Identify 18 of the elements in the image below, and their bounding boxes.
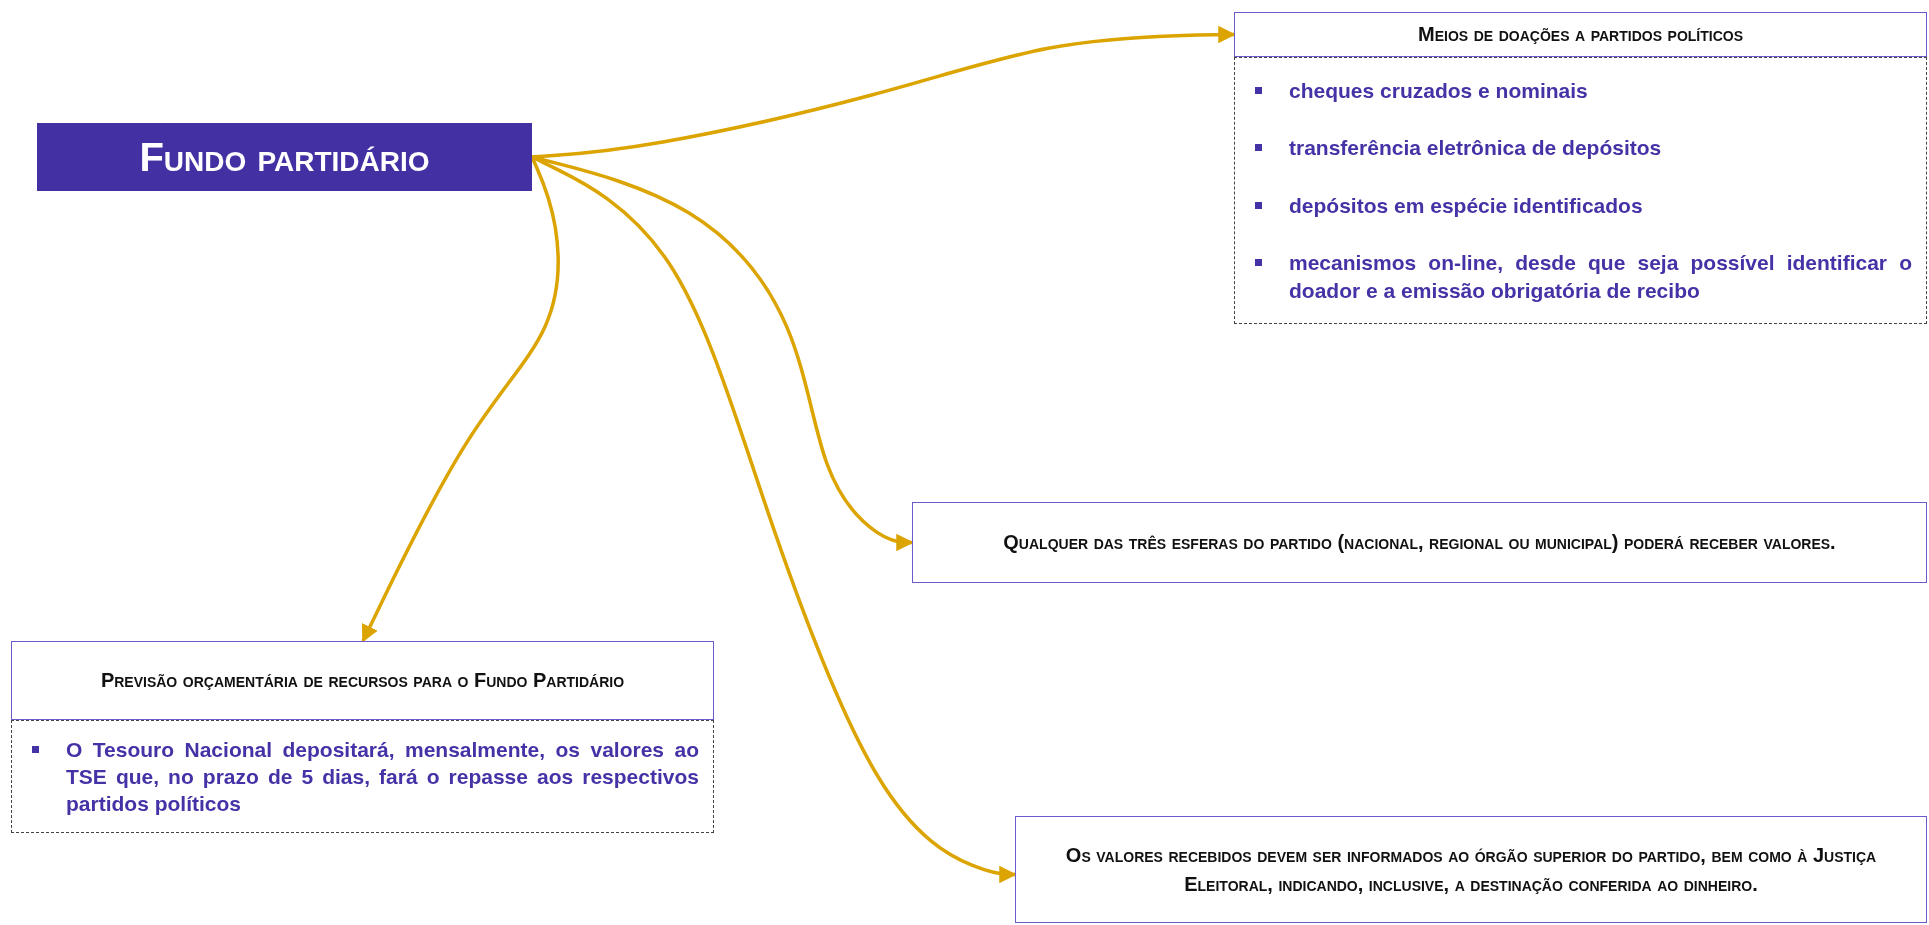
heading-text: Meios de doações a partidos políticos [1417,22,1744,47]
bullet-item: cheques cruzados e nominais [1249,77,1912,105]
heading-text: Qualquer das três esferas do partido (nacional, regional ou municipal) poderá receber valores. [1002,530,1837,555]
heading-box [11,641,714,720]
bullet-item: depósitos em espécie identificados [1249,191,1912,220]
bullet-list-box [11,720,714,833]
title-text: Fundo partidário [139,134,430,180]
heading-text: Previsão orçamentária de recursos para o Fundo Partidário [99,668,626,693]
bullet-item: O Tesouro Nacional depositará, mensalmente, os valores ao TSE que, no prazo de 5 dias, fará o repasse aos respectivos partidos políticos [26,735,699,818]
bullet-item: transferência eletrônica de depósitos [1249,134,1912,162]
bullet-item: mecanismos on-line, desde que seja possível identificar o doador e a emissão obrigatória de recibo [1249,249,1912,304]
curved-arrow [531,25,1236,159]
bullet-list-box [1234,57,1927,324]
title-box [37,123,532,191]
heading-text: Os valores recebidos devem ser informados ao órgão superior do partido, bem como à Justiça Eleitoral, indicando, inclusive, a destinação conferida ao dinheiro. [1064,842,1878,897]
heading-box [912,502,1927,583]
heading-box [1015,816,1927,923]
heading-box [1234,12,1927,57]
